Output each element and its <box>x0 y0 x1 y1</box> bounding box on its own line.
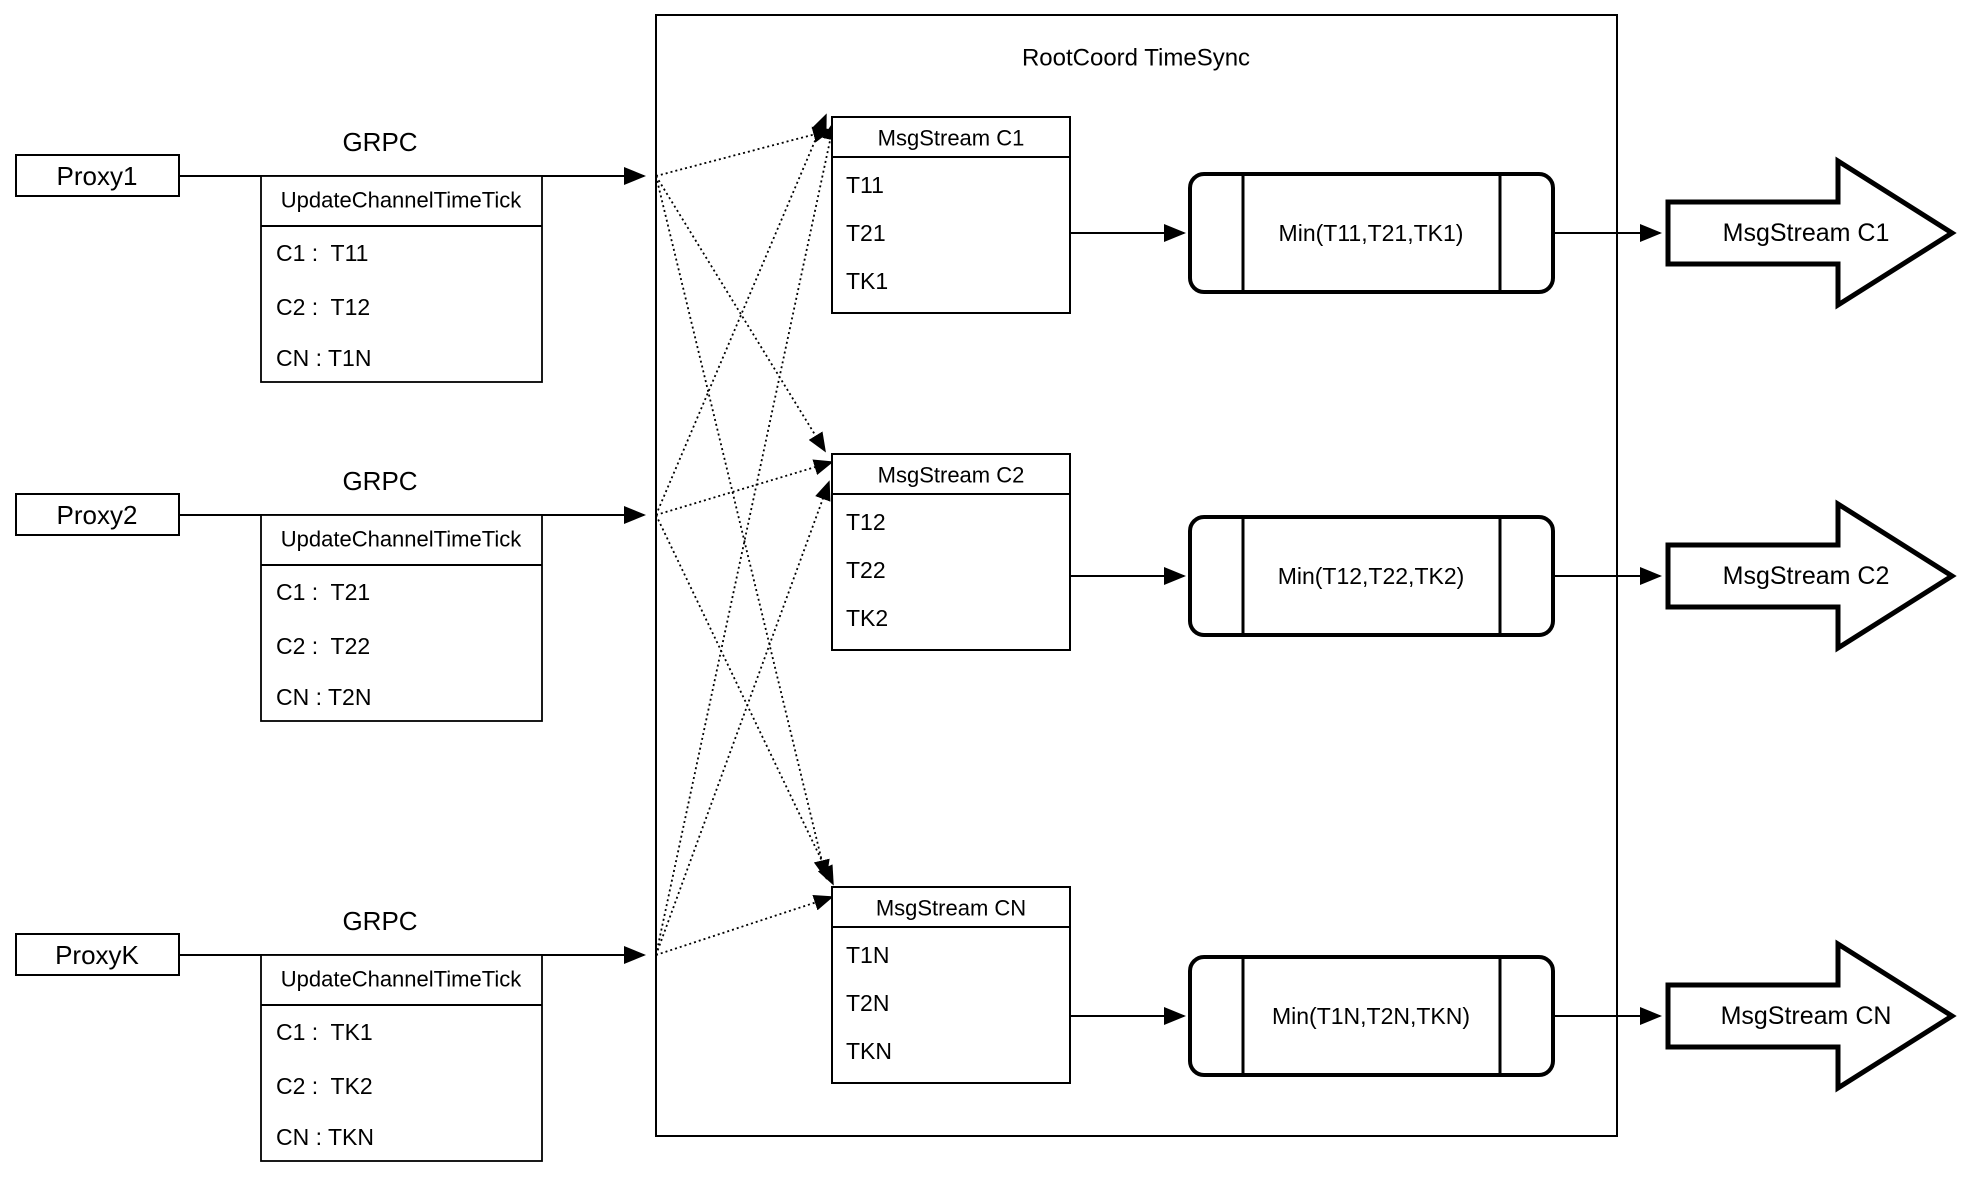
table-2-title: UpdateChannelTimeTick <box>281 527 522 552</box>
table-3-title: UpdateChannelTimeTick <box>281 967 522 992</box>
table-1-row: CN : T1N <box>276 345 371 371</box>
msgstream-cn-tick: T1N <box>846 942 889 968</box>
min-process-1-label: Min(T11,T21,TK1) <box>1279 220 1464 246</box>
proxy1-box <box>15 154 180 197</box>
table-2-row: C2 : T22 <box>276 633 370 659</box>
table-2-row: CN : T2N <box>276 684 371 710</box>
output-arrow-c1-label: MsgStream C1 <box>1723 219 1890 247</box>
min-process-2-label: Min(T12,T22,TK2) <box>1278 563 1465 589</box>
table-3-row: C1 : TK1 <box>276 1019 373 1045</box>
msgstream-c1-table <box>831 116 1071 314</box>
dotted-link-proxy1-stream2 <box>655 175 826 453</box>
msgstream-c2-tick: T12 <box>846 509 886 535</box>
output-arrow-cn <box>1665 939 1957 1093</box>
table-1-row: C2 : T12 <box>276 294 370 320</box>
dotted-link-proxy1-stream1 <box>655 126 833 177</box>
msgstream-cn-tick: T2N <box>846 990 889 1016</box>
table-2-row: C1 : T21 <box>276 579 370 605</box>
proxyk-label: ProxyK <box>55 940 139 970</box>
msgstream-cn-tick: TKN <box>846 1038 892 1064</box>
table-3-row: C2 : TK2 <box>276 1073 373 1099</box>
dotted-link-proxyk-stream1 <box>655 120 839 956</box>
proxyk-box <box>15 933 180 976</box>
msgstream-c1-title: MsgStream C1 <box>878 126 1025 151</box>
msgstream-c1-tick: T21 <box>846 220 886 246</box>
msgstream-c2-table <box>831 453 1071 651</box>
grpc-label-3: GRPC <box>342 906 417 936</box>
rootcoord-timesync-title: RootCoord TimeSync <box>1022 45 1250 72</box>
msgstream-cn-title: MsgStream CN <box>876 896 1026 921</box>
output-arrow-cn-label: MsgStream CN <box>1721 1002 1892 1030</box>
msgstream-c1-tick: TK1 <box>846 268 888 294</box>
output-arrow-c1 <box>1665 156 1957 310</box>
table-1-title: UpdateChannelTimeTick <box>281 188 522 213</box>
update-channel-timetick-table-2 <box>260 514 543 722</box>
msgstream-c2-tick: T22 <box>846 557 886 583</box>
msgstream-c2-title: MsgStream C2 <box>878 463 1025 488</box>
table-3-row: CN : TKN <box>276 1124 374 1150</box>
proxy2-label: Proxy2 <box>57 500 138 530</box>
dotted-link-proxyk-stream3 <box>655 894 834 956</box>
proxy2-box <box>15 493 180 536</box>
min-process-3-label: Min(T1N,T2N,TKN) <box>1272 1003 1470 1029</box>
grpc-label-1: GRPC <box>342 127 417 157</box>
dotted-link-proxy1-stream3 <box>655 175 830 880</box>
dotted-link-proxyk-stream2 <box>655 480 831 956</box>
dotted-link-proxy2-stream2 <box>655 459 834 516</box>
msgstream-c2-tick: TK2 <box>846 605 888 631</box>
update-channel-timetick-table-3 <box>260 954 543 1162</box>
output-arrow-c2 <box>1665 499 1957 653</box>
table-1-row: C1 : T11 <box>276 240 368 266</box>
msgstream-c1-tick: T11 <box>846 172 884 198</box>
grpc-label-2: GRPC <box>342 466 417 496</box>
msgstream-cn-table <box>831 886 1071 1084</box>
dotted-link-proxy2-stream3 <box>655 514 834 886</box>
proxy1-label: Proxy1 <box>57 161 138 191</box>
output-arrow-c2-label: MsgStream C2 <box>1723 562 1890 590</box>
update-channel-timetick-table-1 <box>260 175 543 383</box>
